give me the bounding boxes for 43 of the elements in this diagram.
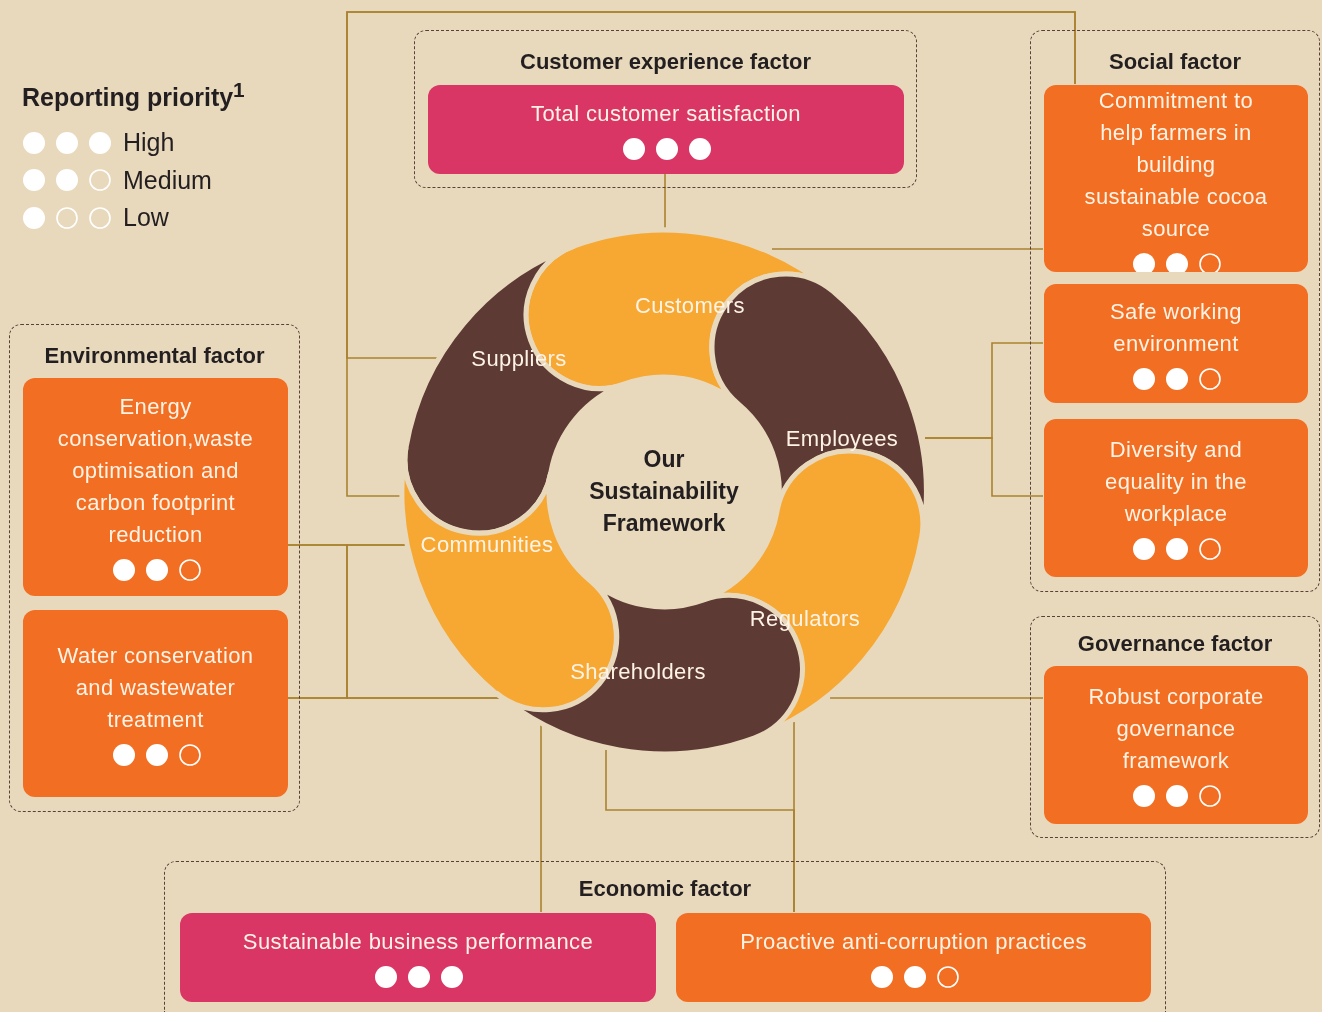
factor-text: Diversity and equality in the workplace	[1104, 436, 1248, 528]
dashed-group-box	[1030, 30, 1320, 592]
connector-line	[540, 724, 542, 913]
factor-text: Water conservation and wastewater treatment	[56, 641, 255, 734]
dashed-group-box	[1030, 616, 1320, 838]
connector-line	[664, 172, 666, 229]
dashed-group-box	[414, 30, 917, 188]
group-heading: Social factor	[1107, 49, 1242, 75]
connector-line	[286, 544, 406, 699]
connector-line	[346, 11, 1076, 497]
factor-text: Total customer satisfaction	[531, 99, 801, 128]
dashed-group-box	[9, 324, 300, 812]
group-heading: Customer experience factor	[519, 49, 812, 75]
legend-heading: Reporting priority$^{1}$	[22, 78, 245, 113]
group-heading: Governance factor	[1076, 631, 1274, 657]
group-heading: Economic factor	[577, 876, 753, 902]
factor-card	[23, 610, 288, 797]
legend-text: Medium	[123, 165, 212, 195]
factor-card	[1044, 666, 1308, 824]
dashed-group-box	[164, 861, 1166, 1012]
factor-card	[676, 913, 1151, 1002]
group-heading: Environmental factor	[43, 343, 266, 369]
connector-line	[924, 437, 1044, 497]
connector-line	[771, 248, 1044, 250]
connector-line	[793, 721, 795, 913]
factor-card	[428, 85, 904, 174]
connector-line	[829, 697, 1044, 699]
factor-card	[180, 913, 656, 1002]
factor-card	[1044, 284, 1308, 403]
legend-text: High	[123, 128, 175, 157]
factor-text: Proactive anti-corruption practices	[740, 927, 1087, 956]
center-title: Our Sustainability Framework	[588, 445, 740, 538]
legend-text: Low	[123, 203, 169, 232]
factor-text: Safe working environment	[1109, 297, 1243, 358]
factor-text: Commitment to help farmers in building sustainable cocoa source	[1083, 87, 1269, 243]
segment-label: Communities	[420, 532, 554, 558]
segment-label: Employees	[785, 426, 899, 452]
factor-card	[1044, 85, 1308, 272]
factor-text: Sustainable business performance	[242, 927, 594, 956]
factor-card	[1044, 419, 1308, 577]
factor-card	[23, 378, 288, 596]
factor-text: Energy conservation,waste optimisation and carbon footprint reduction	[56, 393, 255, 549]
factor-text: Robust corporate governance framework	[1087, 683, 1265, 775]
